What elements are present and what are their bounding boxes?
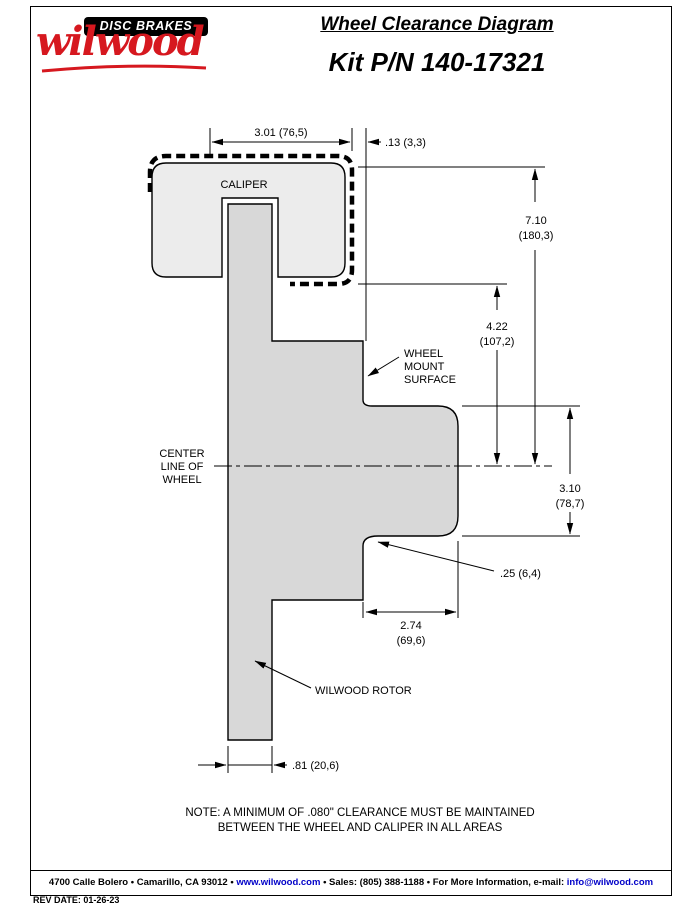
footer-website-link[interactable]: www.wilwood.com [236, 877, 321, 888]
wilwood-logo: DISC BRAKES wilwood [36, 10, 231, 73]
wheel-mount-label-line3: SURFACE [404, 374, 456, 386]
footer-sales: • Sales: (805) 388-1188 • For More Infor… [320, 877, 567, 888]
rotor-label: WILWOOD ROTOR [315, 685, 412, 697]
dim-2-74-value: 2.74 [400, 620, 421, 632]
center-line-label-line3: WHEEL [162, 474, 201, 486]
dim-2-74-metric: (69,6) [397, 635, 426, 647]
footer-address: 4700 Calle Bolero • Camarillo, CA 93012 … [48, 877, 237, 888]
kit-part-number: Kit P/N 140-17321 [328, 47, 546, 77]
footer-contact: 4700 Calle Bolero • Camarillo, CA 93012 … [32, 877, 670, 888]
rotor-leader [254, 660, 312, 689]
dim-0-13: .13 (3,3) [385, 137, 426, 149]
wilwood-script: wilwood [36, 18, 205, 65]
dim-0-25: .25 (6,4) [500, 568, 541, 580]
caliper-label: CALIPER [220, 179, 267, 191]
logo-swash-path [41, 64, 207, 73]
footer-email-link[interactable]: info@wilwood.com [566, 877, 654, 888]
disc-brakes-badge: DISC BRAKES [84, 17, 208, 36]
center-line-label-line1: CENTER [159, 448, 204, 460]
clearance-note-line2: BETWEEN THE WHEEL AND CALIPER IN ALL ARE… [217, 822, 503, 834]
radius-leader [377, 541, 495, 572]
brake-assembly [147, 153, 459, 741]
extension-lines [209, 128, 580, 773]
dimension-lines [198, 138, 574, 769]
rotor-profile [227, 203, 459, 741]
footer-divider [30, 870, 672, 871]
dim-3-10-value: 3.10 [559, 483, 580, 495]
wheel-mount-leader [367, 356, 400, 377]
wheel-mount-label-line2: MOUNT [404, 361, 445, 373]
wheel-mount-label-line1: WHEEL [404, 348, 443, 360]
page-border [30, 6, 672, 896]
clearance-note-line1: NOTE: A MINIMUM OF .080" CLEARANCE MUST … [185, 807, 535, 819]
rev-date: REV DATE: 01-26-23 [33, 895, 120, 905]
logo-underline-swash [41, 64, 207, 73]
dim-3-01: 3.01 (76,5) [254, 127, 307, 139]
wheel-clearance-dashed-outline [147, 153, 355, 287]
dim-3-10-metric: (78,7) [556, 498, 585, 510]
dim-7-10-value: 7.10 [525, 215, 546, 227]
clearance-note: NOTE: A MINIMUM OF .080" CLEARANCE MUST … [100, 806, 620, 836]
dim-0-81: .81 (20,6) [292, 760, 339, 772]
center-line-label-line2: LINE OF [161, 461, 204, 473]
dim-7-10-metric: (180,3) [519, 230, 554, 242]
page-title: Wheel Clearance Diagram [320, 14, 554, 35]
dim-4-22-value: 4.22 [486, 321, 507, 333]
dim-4-22-metric: (107,2) [480, 336, 515, 348]
